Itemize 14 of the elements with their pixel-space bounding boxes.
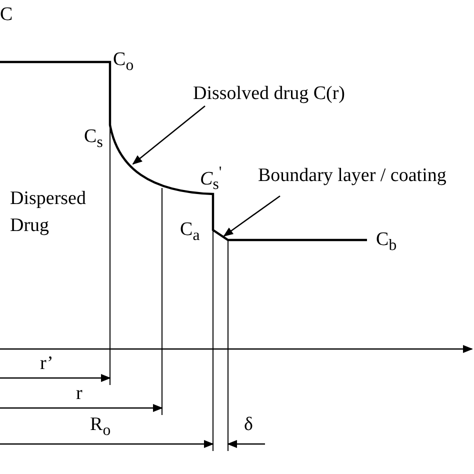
concentration-label: C$_{a}$: [180, 220, 200, 246]
concentration-label: C$_{b}$: [376, 230, 397, 256]
leader-line: [132, 106, 206, 165]
dimension-label: δ: [244, 415, 253, 435]
dimension-label: r: [76, 384, 82, 404]
concentration-label: C$_{s}$: [84, 127, 103, 153]
dimension-label: r’: [40, 354, 54, 374]
region-label: Dispersed Drug: [10, 187, 87, 238]
concentration-label: C$_{o}$: [113, 50, 134, 76]
leader-line: [223, 195, 280, 237]
dimension-label: R$_{o}$: [90, 415, 111, 441]
axis-label: C: [0, 5, 13, 25]
callout-text: Dissolved drug C(r): [193, 84, 345, 104]
callout-text: Boundary layer / coating: [258, 166, 446, 186]
